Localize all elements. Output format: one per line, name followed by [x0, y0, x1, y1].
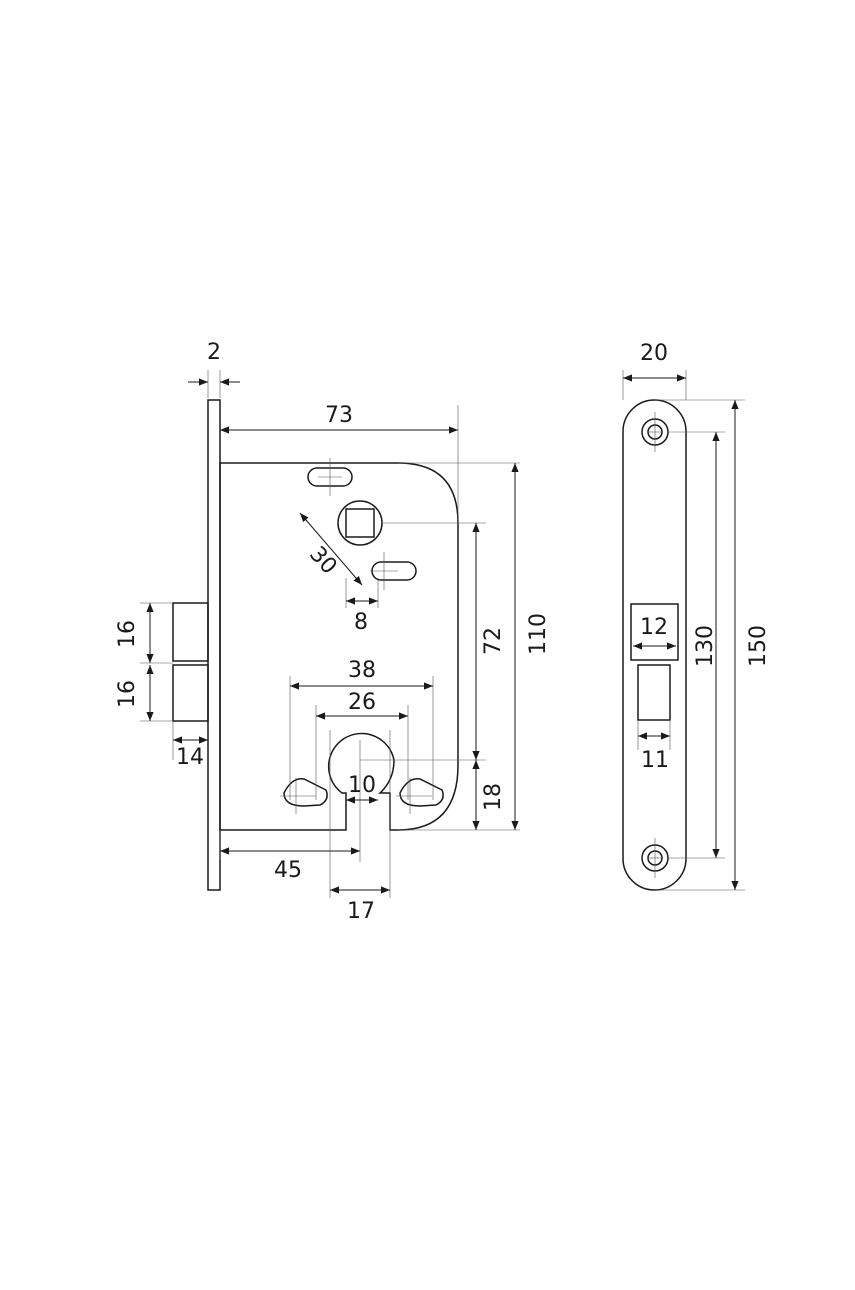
strike-plate — [622, 399, 687, 891]
label-case-height: 110 — [526, 613, 551, 655]
label-cyl-to-bottom: 18 — [481, 783, 506, 811]
dead-bolt — [172, 664, 209, 722]
faceplate — [207, 399, 221, 891]
label-backset: 45 — [274, 858, 302, 883]
label-window-width: 12 — [640, 615, 668, 640]
cylinder-lug-right — [396, 778, 444, 814]
label-screw-centres: 130 — [693, 625, 718, 667]
fixing-slot-lower — [370, 552, 417, 590]
latch-window — [630, 603, 679, 661]
label-latch-height: 16 — [115, 620, 140, 648]
screw-hole-top — [641, 412, 669, 452]
latch-bolt — [172, 602, 209, 662]
label-strike-length: 150 — [746, 625, 771, 667]
label-window-margin: 11 — [641, 748, 669, 773]
strike-plate-view: 20 12 11 130 150 — [622, 341, 771, 891]
label-faceplate-thickness: 2 — [207, 340, 221, 365]
bolt-window — [637, 664, 671, 721]
label-strike-width: 20 — [640, 341, 668, 366]
lock-case — [219, 462, 459, 831]
strike-dimension-lines — [623, 374, 739, 890]
label-cyl-width: 17 — [347, 899, 375, 924]
label-case-width: 73 — [325, 403, 353, 428]
cylinder-lug-left — [280, 778, 328, 814]
screw-hole-bottom — [641, 838, 669, 878]
spindle-hub — [337, 500, 383, 546]
label-centre-distance: 72 — [481, 627, 506, 655]
extension-lines — [140, 370, 520, 898]
label-slot-offset: 8 — [354, 610, 368, 635]
label-slot-spacing: 30 — [304, 542, 341, 580]
dim-line-slot-spacing — [299, 512, 363, 586]
label-cyl-outer: 38 — [348, 658, 376, 683]
fixing-slot-upper — [307, 458, 353, 496]
label-bolt-height: 16 — [115, 680, 140, 708]
label-cyl-bore: 10 — [348, 773, 376, 798]
label-cyl-inner: 26 — [348, 690, 376, 715]
lock-body-view: 2 73 30 8 16 16 14 38 26 10 45 17 72 110… — [115, 340, 551, 924]
label-bolt-projection: 14 — [176, 745, 204, 770]
dimension-lines — [146, 378, 519, 894]
